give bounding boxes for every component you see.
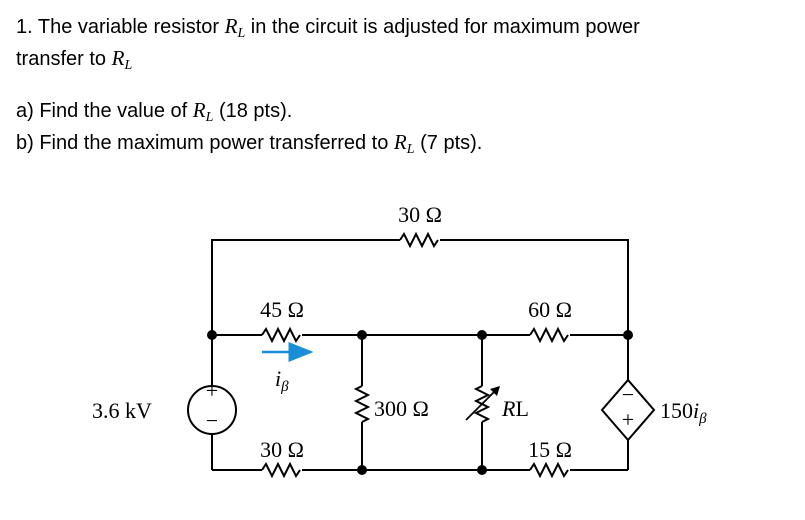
node-dot <box>623 330 633 340</box>
part-a: a) Find the value of RL (18 pts). <box>16 98 293 125</box>
problem-statement: 1. The variable resistor RL in the circu… <box>16 12 796 160</box>
source-minus-sign: − <box>206 408 218 433</box>
node-dot <box>207 330 217 340</box>
node-dot <box>477 330 487 340</box>
label-r-15: 15 Ω <box>528 437 572 462</box>
dependent-voltage-source: − + <box>600 378 656 442</box>
label-r-45: 45 Ω <box>260 297 304 322</box>
voltage-source: + − <box>187 378 237 435</box>
problem-intro-line-1: 1. The variable resistor RL in the circu… <box>16 14 640 41</box>
part-b: b) Find the maximum power transferred to… <box>16 130 483 157</box>
label-dependent-gain: 150iβ <box>660 398 707 427</box>
node-dot <box>477 465 487 475</box>
label-r-30-bottom: 30 Ω <box>260 437 304 462</box>
circuit-nodes <box>207 330 633 475</box>
circuit-wires <box>211 231 629 479</box>
label-source-voltage: 3.6 kV <box>92 398 152 423</box>
source-plus-sign: + <box>206 378 218 403</box>
label-r-60: 60 Ω <box>528 297 572 322</box>
label-r-300: 300 Ω <box>374 396 429 421</box>
variable-resistor-arrow <box>465 386 500 421</box>
label-r-top: 30 Ω <box>398 202 442 227</box>
label-rl: RL <box>501 396 529 421</box>
node-dot <box>357 465 367 475</box>
dep-minus-sign: − <box>622 382 634 407</box>
label-current: iβ <box>275 366 289 395</box>
node-dot <box>357 330 367 340</box>
problem-intro-line-2: transfer to RL <box>16 46 133 73</box>
dep-plus-sign: + <box>622 407 634 432</box>
